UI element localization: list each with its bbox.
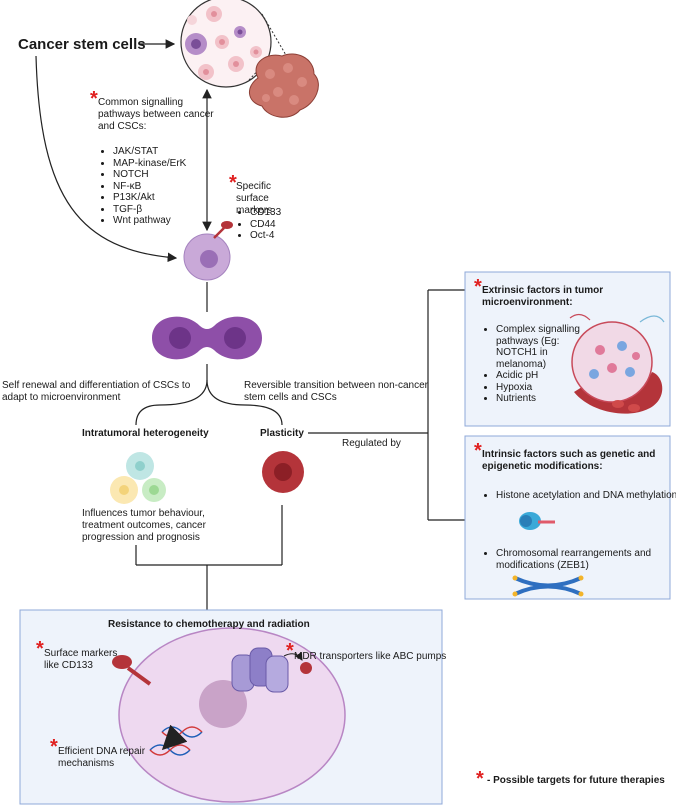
target-star-intrinsic: * <box>474 440 482 462</box>
dividing-cell <box>152 316 262 360</box>
surface-item: CD133 <box>250 207 281 219</box>
surface-heading: Specific surface markers <box>236 181 273 216</box>
abc-pump-icon <box>231 647 312 693</box>
regulated-by-label: Regulated by <box>342 438 401 449</box>
resistance-mdr: MDR transporters like ABC pumps <box>294 651 447 662</box>
signalling-list: JAK/STAT MAP-kinase/ErK NOTCH NF-κB P13K… <box>99 146 186 227</box>
surface-marker-icon <box>112 655 152 686</box>
reversible-text: Reversible transition between non-cancer… <box>244 380 428 403</box>
chromosome-icon <box>512 575 584 597</box>
heterogeneity-label: Intratumoral heterogeneity <box>82 428 209 439</box>
diagram-title: Cancer stem cells <box>18 36 146 53</box>
tumor-microenvironment-icon <box>569 313 665 414</box>
target-star-signalling: * <box>90 88 98 110</box>
extrinsic-item: Complex signalling pathways (Eg: NOTCH1 … <box>496 324 588 370</box>
target-star-dna: * <box>50 736 58 758</box>
intrinsic-list-2: Chromosomal rearrangements and modificat… <box>482 548 676 571</box>
target-star-mdr: * <box>286 640 294 662</box>
self-renewal-text: Self renewal and differentiation of CSCs… <box>2 380 191 403</box>
signalling-item: JAK/STAT <box>113 146 186 158</box>
intrinsic-item: Histone acetylation and DNA methylation <box>496 490 676 502</box>
signalling-item: NF-κB <box>113 181 186 193</box>
signalling-item: MAP-kinase/ErK <box>113 158 186 170</box>
extrinsic-item: Nutrients <box>496 393 588 405</box>
intrinsic-list-1: Histone acetylation and DNA methylation <box>482 490 676 502</box>
heterogeneity-cells <box>110 452 166 504</box>
csc-cell <box>183 221 233 281</box>
plasticity-label: Plasticity <box>260 428 304 439</box>
histone-icon <box>519 512 555 530</box>
resistance-surface-markers: Surface markers like CD133 <box>44 648 118 671</box>
surface-item: Oct-4 <box>250 230 281 242</box>
signalling-item: NOTCH <box>113 169 186 181</box>
target-star-surface: * <box>229 172 237 194</box>
extrinsic-item: Hypoxia <box>496 382 588 394</box>
signalling-item: P13K/Akt <box>113 192 186 204</box>
extrinsic-heading: Extrinsic factors in tumor microenvironm… <box>482 285 604 308</box>
dna-repair-icon <box>149 724 203 756</box>
intrinsic-panel <box>464 435 671 600</box>
legend-star: * <box>476 768 484 790</box>
tumor-mass <box>249 53 319 118</box>
intrinsic-heading: Intrinsic factors such as genetic and ep… <box>482 449 656 472</box>
target-star-extrinsic: * <box>474 276 482 298</box>
intrinsic-item: Chromosomal rearrangements and modificat… <box>496 548 676 571</box>
signalling-heading: Common signalling pathways between cance… <box>98 97 214 132</box>
plasticity-cell <box>262 451 304 493</box>
surface-list: CD133 CD44 Oct-4 <box>236 207 281 242</box>
heterogeneity-influences: Influences tumor behaviour, treatment ou… <box>82 508 206 543</box>
surface-item: CD44 <box>250 219 281 231</box>
extrinsic-item: Acidic pH <box>496 370 588 382</box>
signalling-item: TGF-β <box>113 204 186 216</box>
target-star-surface-markers: * <box>36 638 44 660</box>
resistance-heading: Resistance to chemotherapy and radiation <box>108 619 310 630</box>
stem-cell-zoom-circle <box>180 0 272 88</box>
legend-text: - Possible targets for future therapies <box>487 775 665 786</box>
signalling-item: Wnt pathway <box>113 215 186 227</box>
resistance-dna-repair: Efficient DNA repair mechanisms <box>58 746 146 769</box>
extrinsic-list: Complex signalling pathways (Eg: NOTCH1 … <box>482 324 588 405</box>
